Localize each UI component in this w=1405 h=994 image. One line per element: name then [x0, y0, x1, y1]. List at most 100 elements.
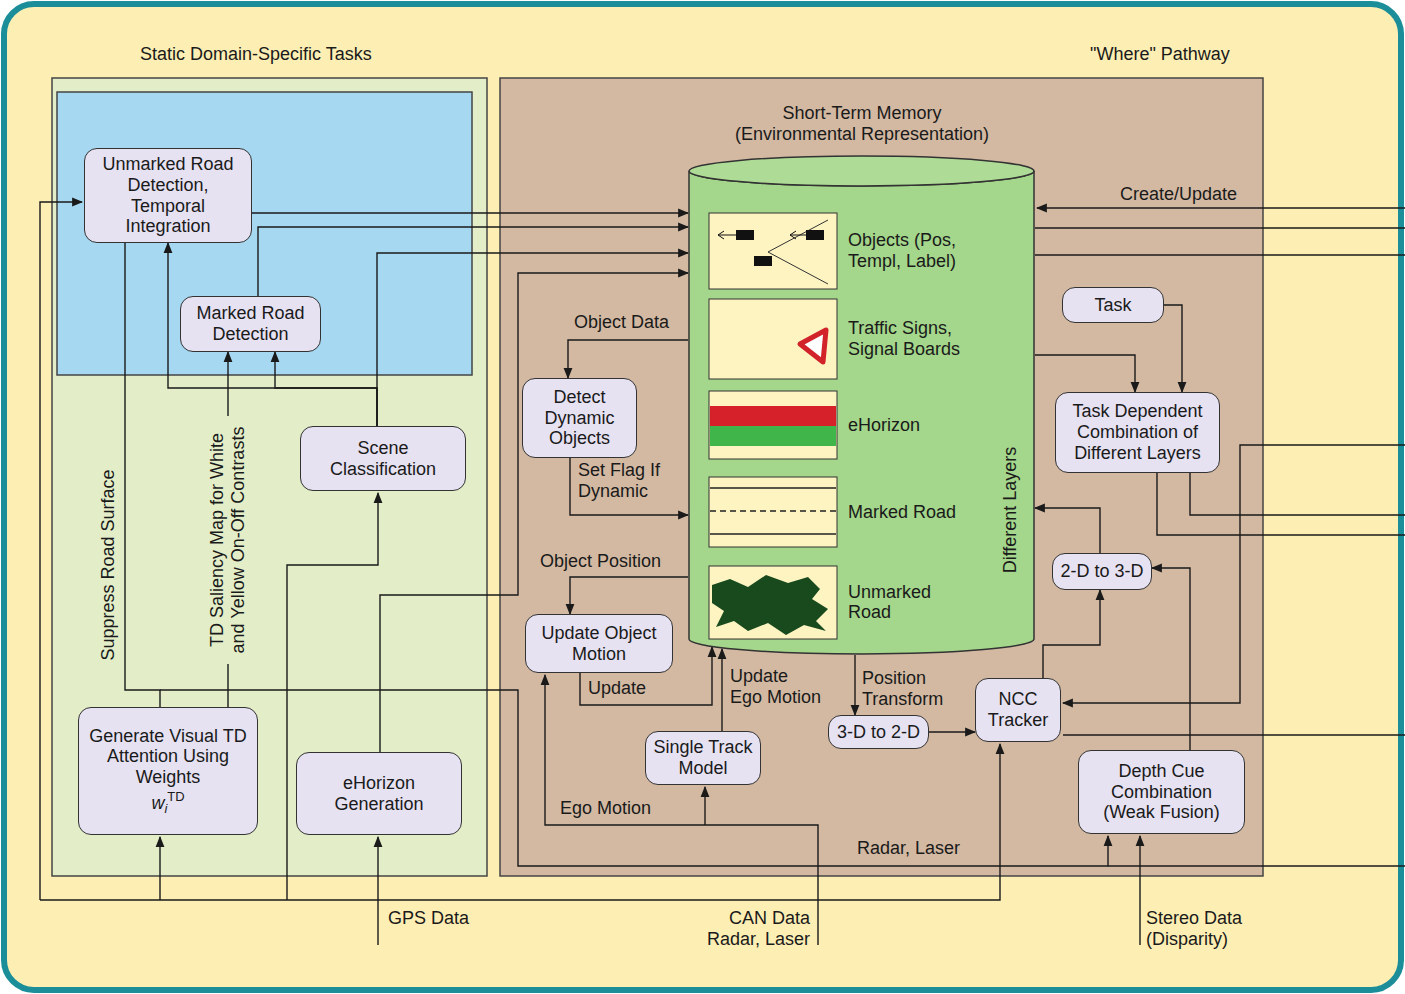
- can-wire: [704, 787, 705, 825]
- box-text: Generate Visual TD Attention Using Weigh…: [85, 726, 251, 817]
- edge-label: Set Flag If Dynamic: [578, 460, 662, 501]
- layers-label: Different Layers: [1000, 447, 1021, 574]
- input-wire: [159, 837, 160, 900]
- process-box: Detect Dynamic Objects: [522, 378, 637, 458]
- memory-layer: Traffic Signs, Signal Boards: [708, 298, 970, 380]
- layer-picture: [708, 212, 838, 290]
- output-wire: [1157, 473, 1405, 535]
- connector: [252, 212, 688, 213]
- edge-label: TD Saliency Map for White and Yellow On-…: [207, 416, 248, 664]
- signal-label: Create/Update: [1120, 184, 1260, 205]
- output-wire: [1108, 865, 1405, 866]
- connector: [125, 243, 160, 707]
- box-text: Task Dependent Combination of Different …: [1062, 401, 1213, 463]
- process-box: Depth Cue Combination (Weak Fusion): [1078, 750, 1245, 834]
- input-wire: [287, 493, 378, 900]
- edge-label: Object Data: [574, 312, 684, 333]
- memory-cylinder: Short-Term Memory (Environmental Represe…: [688, 155, 1035, 655]
- signal-label: Stereo Data (Disparity): [1146, 908, 1266, 949]
- box-text: 2-D to 3-D: [1060, 561, 1143, 582]
- formula-superscript: TD: [167, 789, 184, 804]
- box-text: NCC Tracker: [982, 689, 1054, 730]
- connector: [1043, 590, 1100, 678]
- process-box: eHorizon Generation: [296, 752, 462, 835]
- box-label: Generate Visual TD Attention Using Weigh…: [85, 726, 251, 788]
- output-wire: [1190, 473, 1405, 515]
- box-label: 2-D to 3-D: [1060, 561, 1143, 582]
- edge-label: Suppress Road Surface: [98, 446, 119, 684]
- process-box: Scene Classification: [300, 426, 466, 491]
- process-box: 3-D to 2-D: [828, 715, 929, 749]
- box-label: Marked Road Detection: [187, 303, 314, 344]
- output-wire: [1035, 227, 1405, 228]
- connector: [1164, 305, 1182, 392]
- box-label: Scene Classification: [307, 438, 459, 479]
- connector: [1035, 508, 1100, 553]
- output-wire: [1035, 254, 1405, 255]
- connector: [275, 352, 377, 426]
- formula: wiTD: [85, 790, 251, 817]
- signal-label: Ego Motion: [560, 798, 680, 819]
- layer-picture: [708, 565, 838, 640]
- edge-label: Update Ego Motion: [730, 666, 825, 707]
- layer-picture: [708, 298, 838, 380]
- memory-layer: Marked Road: [708, 476, 970, 548]
- box-label: Update Object Motion: [532, 623, 666, 664]
- process-box: Generate Visual TD Attention Using Weigh…: [78, 707, 258, 835]
- connector: [380, 273, 688, 752]
- input-wire: [40, 202, 82, 900]
- process-box: 2-D to 3-D: [1052, 553, 1152, 590]
- static-panel: [52, 78, 487, 876]
- process-box: Single Track Model: [645, 731, 761, 785]
- process-box: Unmarked Road Detection, Temporal Integr…: [84, 148, 252, 243]
- connector: [568, 340, 688, 378]
- box-text: eHorizon Generation: [303, 773, 455, 814]
- layer-picture: [708, 390, 838, 460]
- memory-heading: Short-Term Memory (Environmental Represe…: [720, 103, 1004, 144]
- box-text: Single Track Model: [652, 737, 754, 778]
- gps-wire: [377, 837, 378, 945]
- connector: [570, 458, 688, 515]
- memory-layer: Unmarked Road: [708, 565, 970, 640]
- connector: [721, 649, 722, 731]
- panel-heading: Static Domain-Specific Tasks: [140, 44, 372, 65]
- signal-label: CAN Data Radar, Laser: [700, 908, 810, 949]
- memory-layer: eHorizon: [708, 390, 970, 460]
- layer-label: Marked Road: [848, 502, 966, 523]
- box-label: Task Dependent Combination of Different …: [1062, 401, 1213, 463]
- box-text: 3-D to 2-D: [837, 722, 920, 743]
- box-label: Depth Cue Combination (Weak Fusion): [1085, 761, 1238, 823]
- box-text: Depth Cue Combination (Weak Fusion): [1085, 761, 1238, 823]
- connector: [854, 655, 855, 715]
- radar-wire: [160, 690, 1108, 866]
- blue-region: [57, 92, 472, 375]
- layer-label: eHorizon: [848, 415, 966, 436]
- box-label: Single Track Model: [652, 737, 754, 778]
- box-text: Detect Dynamic Objects: [529, 387, 630, 449]
- box-label: NCC Tracker: [982, 689, 1054, 730]
- edge-label: Position Transform: [862, 668, 962, 709]
- edge-label: Update: [588, 678, 658, 699]
- where-panel: [500, 78, 1263, 876]
- layer-label: Traffic Signs, Signal Boards: [848, 318, 966, 359]
- connector: [258, 227, 688, 296]
- signal-label: Radar, Laser: [857, 838, 977, 859]
- connector: [168, 243, 377, 426]
- formula-subscript: i: [164, 801, 167, 816]
- process-box: Task: [1062, 287, 1164, 323]
- connector: [929, 731, 975, 732]
- process-box: Update Object Motion: [525, 614, 673, 673]
- panel-heading: "Where" Pathway: [1090, 44, 1230, 65]
- box-text: Marked Road Detection: [187, 303, 314, 344]
- process-box: Marked Road Detection: [180, 296, 321, 352]
- output-wire: [1063, 734, 1405, 735]
- layer-label: Unmarked Road: [848, 582, 966, 623]
- formula-symbol: w: [151, 793, 164, 813]
- signal-label: GPS Data: [388, 908, 488, 929]
- can-wire: [545, 675, 818, 945]
- box-label: Detect Dynamic Objects: [529, 387, 630, 449]
- edge-label: Object Position: [540, 551, 690, 572]
- connector: [1152, 568, 1190, 750]
- layer-picture: [708, 476, 838, 548]
- process-box: NCC Tracker: [975, 678, 1061, 742]
